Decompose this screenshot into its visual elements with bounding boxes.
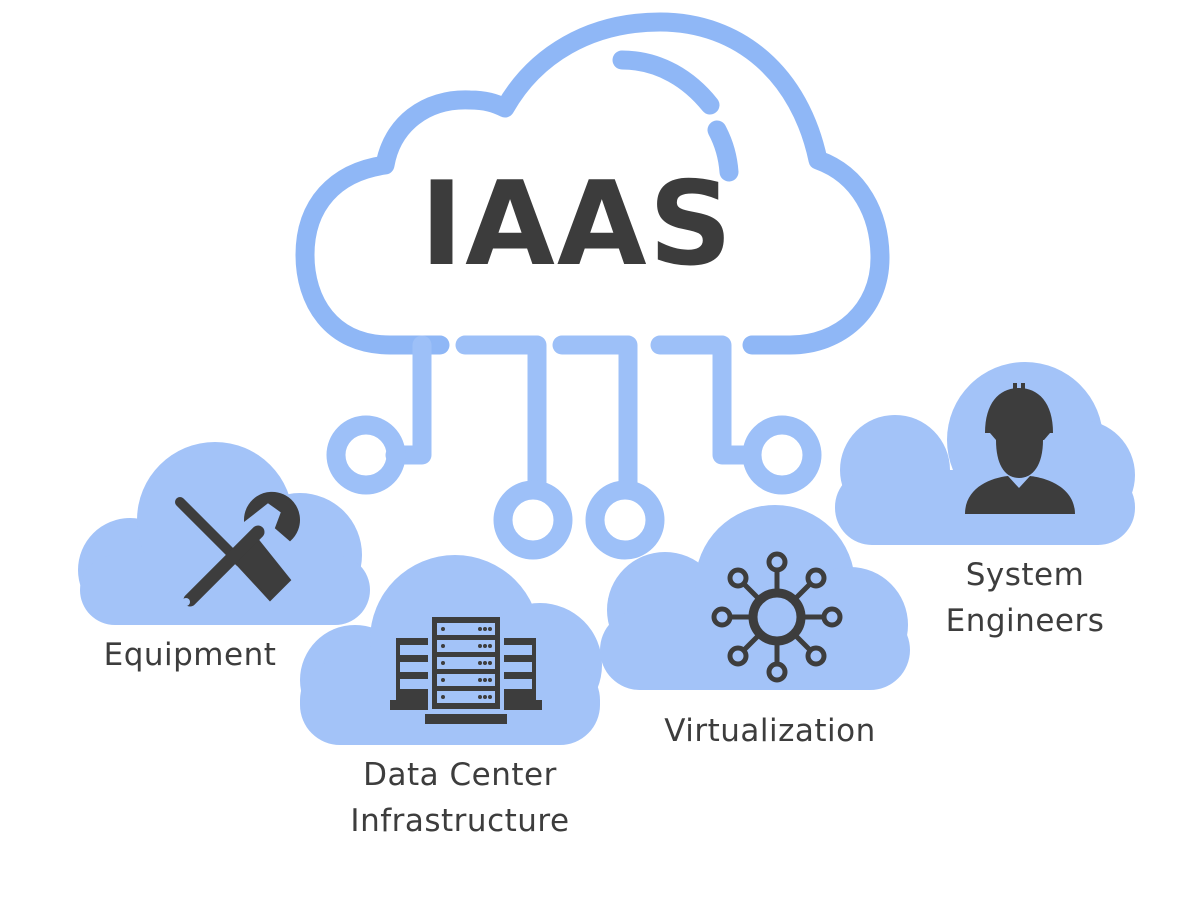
system-engineers-cloud: [835, 362, 1135, 545]
system-engineers-label-line2: Engineers: [945, 603, 1105, 639]
equipment-label: Equipment: [103, 637, 277, 673]
data-center-label-line1: Data Center: [363, 757, 557, 793]
equipment-cloud: [78, 442, 370, 625]
page-title: IAAS: [420, 157, 735, 292]
virtualization-label: Virtualization: [664, 713, 876, 749]
circuit-connectors: [326, 335, 822, 560]
system-engineers-label-line1: System: [965, 557, 1085, 593]
network-hub-icon: [711, 551, 843, 683]
wrench-screwdriver-icon: [175, 491, 300, 607]
data-center-label-line2: Infrastructure: [350, 803, 570, 839]
engineer-hardhat-icon: [965, 383, 1075, 514]
server-rack-icon: [390, 617, 542, 724]
main-cloud-outline: [295, 12, 890, 355]
